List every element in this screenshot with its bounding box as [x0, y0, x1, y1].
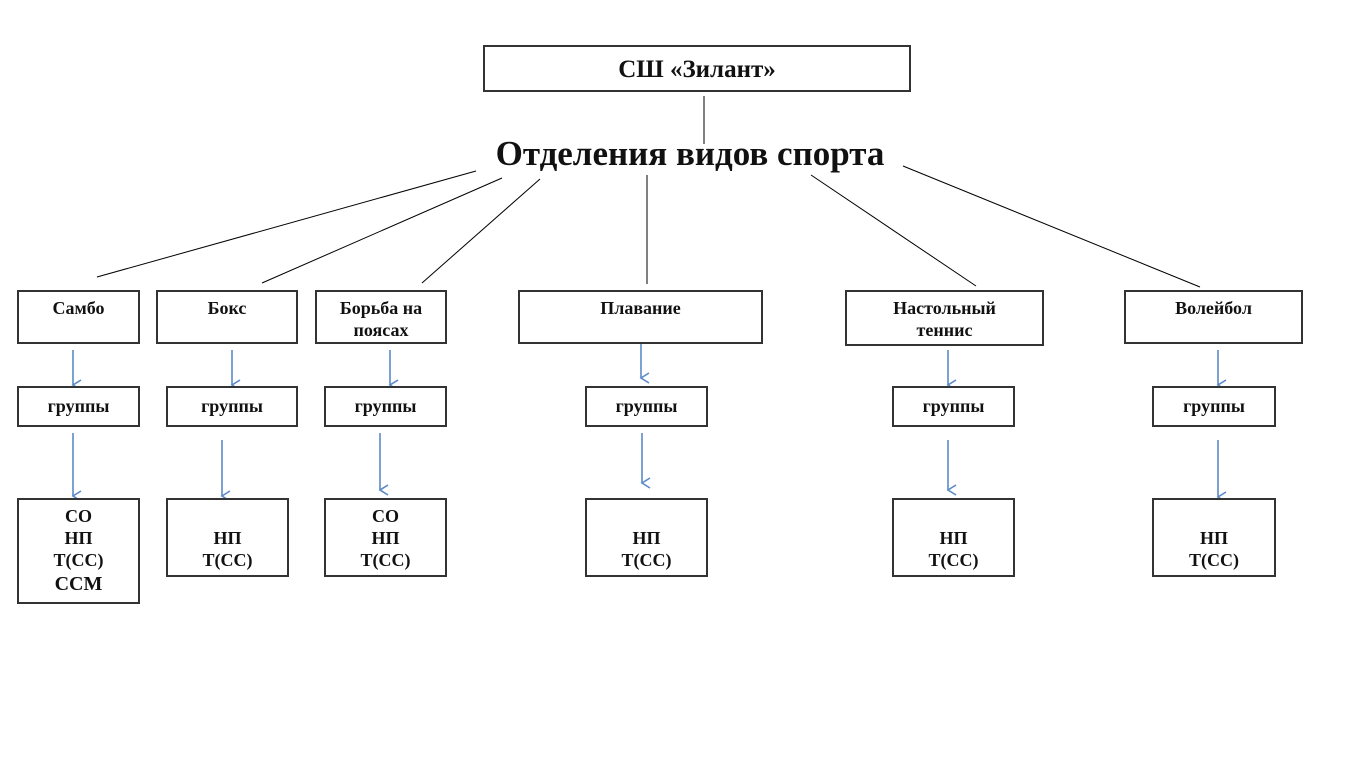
line-borba [421, 178, 541, 284]
level-item: НП [64, 528, 93, 548]
level-item: СО [65, 506, 92, 526]
level-item: НП [939, 528, 968, 548]
sport-box-sambo: Самбо [17, 290, 140, 344]
level-item: Т(СС) [621, 550, 672, 570]
group-box-plavanie: группы [585, 386, 708, 427]
levels-box-plavanie: НП Т(СС) [585, 498, 708, 577]
level-item: НП [371, 528, 400, 548]
sport-name: Бокс [207, 298, 247, 318]
line-tennis [810, 174, 977, 287]
group-label: группы [1183, 396, 1245, 416]
level-item: Т(СС) [928, 550, 979, 570]
group-label: группы [354, 396, 417, 416]
sport-box-boks: Бокс [156, 290, 298, 344]
level-item: Т(СС) [360, 550, 411, 570]
level-item: НП [632, 528, 661, 548]
root-node: СШ «Зилант» [483, 45, 911, 92]
group-box-voleibol: группы [1152, 386, 1276, 427]
sport-name: Волейбол [1175, 298, 1252, 318]
levels-box-sambo: СО НП Т(СС) ССМ [17, 498, 140, 604]
level-item: ССМ [54, 573, 103, 595]
line-sambo [96, 170, 477, 278]
group-label: группы [47, 396, 110, 416]
level-item: Т(СС) [202, 550, 253, 570]
sport-name: Плавание [600, 298, 681, 318]
levels-box-boks: НП Т(СС) [166, 498, 289, 577]
sport-name: Борьба на поясах [339, 298, 423, 340]
departments-heading: Отделения видов спорта [495, 134, 885, 173]
group-label: группы [201, 396, 263, 416]
level-item: НП [1199, 528, 1228, 548]
sport-box-borba: Борьба на поясах [315, 290, 447, 344]
levels-box-voleibol: НП Т(СС) [1152, 498, 1276, 577]
line-voleibol [902, 165, 1201, 288]
line-boks [261, 177, 503, 284]
group-box-tennis: группы [892, 386, 1015, 427]
levels-box-tennis: НП Т(СС) [892, 498, 1015, 577]
sport-name: Самбо [52, 298, 105, 318]
sport-box-voleibol: Волейбол [1124, 290, 1303, 344]
level-item: СО [372, 506, 399, 526]
group-label: группы [615, 396, 678, 416]
root-title: СШ «Зилант» [618, 56, 776, 83]
group-label: группы [922, 396, 985, 416]
level-item: Т(СС) [53, 550, 104, 570]
group-box-borba: группы [324, 386, 447, 427]
group-box-boks: группы [166, 386, 298, 427]
level-item: НП [213, 528, 242, 548]
sport-box-tennis: Настольный теннис [845, 290, 1044, 346]
sport-box-plavanie: Плавание [518, 290, 763, 344]
sport-name: Настольный теннис [893, 298, 996, 340]
group-box-sambo: группы [17, 386, 140, 427]
levels-box-borba: СО НП Т(СС) [324, 498, 447, 577]
level-item: Т(СС) [1189, 550, 1239, 570]
